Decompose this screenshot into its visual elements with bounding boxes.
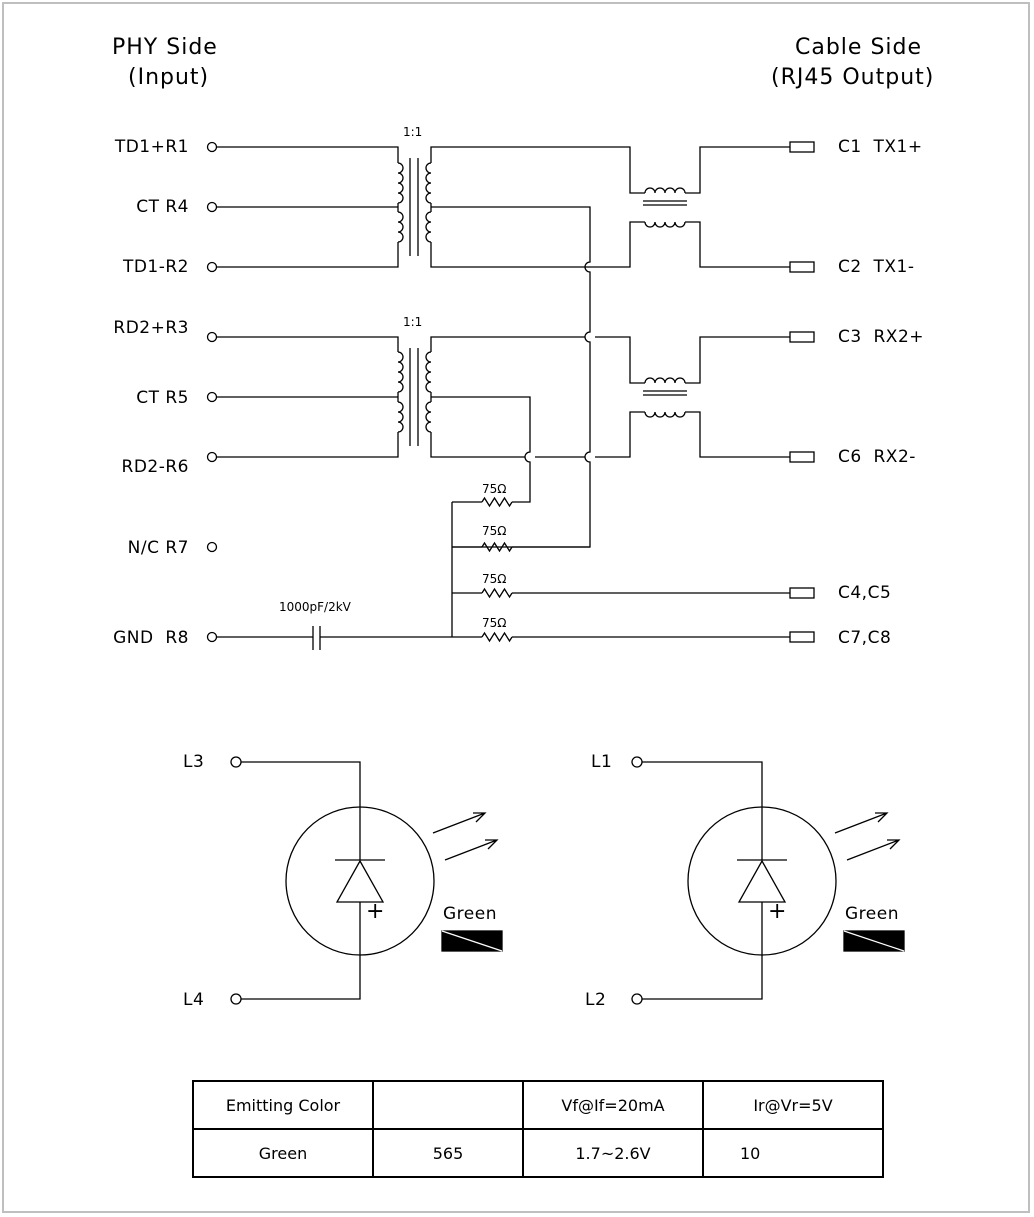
- termination-network: [217, 496, 790, 650]
- common-mode-choke-1: [643, 146, 790, 268]
- pin-label-c6: C6 RX2-: [838, 447, 916, 467]
- pin-label-ct-r5: CT R5: [136, 388, 189, 408]
- pin-label-td1p: TD1+R1: [114, 137, 189, 157]
- led-2-top-pin: L1: [591, 752, 613, 772]
- table-header-row: Emitting Color Vf@If=20mA Ir@Vr=5V: [192, 1080, 884, 1130]
- output-terminals: [789, 141, 815, 643]
- table-row: Green 565 1.7~2.6V 10: [192, 1128, 884, 1178]
- transformer-1-ratio: 1:1: [403, 125, 423, 139]
- led-spec-table: Emitting Color Vf@If=20mA Ir@Vr=5V Green…: [192, 1080, 884, 1178]
- table-header-cell: Vf@If=20mA: [522, 1080, 704, 1130]
- table-header-cell: [372, 1080, 524, 1130]
- secondary-wires-1: [430, 146, 645, 548]
- led-1-top-pin: L3: [183, 752, 205, 772]
- table-cell: 565: [372, 1128, 524, 1178]
- table-cell: Green: [192, 1128, 374, 1178]
- resistor-4-value: 75Ω: [482, 616, 507, 630]
- led-1-anode-mark: +: [366, 899, 385, 924]
- table-cell: 1.7~2.6V: [522, 1128, 704, 1178]
- led-1-color: Green: [443, 904, 497, 924]
- led-1-bottom-pin: L4: [183, 990, 205, 1010]
- phy-side-title: PHY Side: [112, 35, 218, 60]
- pin-label-td1n: TD1-R2: [122, 257, 189, 277]
- cable-side-subtitle: (RJ45 Output): [771, 65, 935, 90]
- pin-label-rd2p: RD2+R3: [113, 318, 189, 338]
- pin-label-nc-r7: N/C R7: [127, 538, 189, 558]
- led-1-symbol: [230, 756, 503, 1005]
- transformer-2: [397, 348, 432, 446]
- transformer-2-ratio: 1:1: [403, 315, 423, 329]
- pin-label-gnd-r8: GND R8: [113, 628, 189, 648]
- table-header-cell: Emitting Color: [192, 1080, 374, 1130]
- table-cell: 10: [702, 1128, 884, 1178]
- resistor-1-value: 75Ω: [482, 482, 507, 496]
- led-2-symbol: [631, 756, 905, 1005]
- pin-label-rd2n: RD2-R6: [121, 457, 189, 477]
- cable-side-title: Cable Side: [795, 35, 923, 60]
- pin-label-c1: C1 TX1+: [838, 137, 923, 157]
- input-pin-circles: [206, 141, 218, 643]
- led-2-bottom-pin: L2: [585, 990, 607, 1010]
- pin-label-c4-c5: C4,C5: [838, 583, 892, 603]
- pin-label-c7-c8: C7,C8: [838, 628, 892, 648]
- capacitor-value: 1000pF/2kV: [279, 600, 351, 614]
- led-2-color: Green: [845, 904, 899, 924]
- primary-wires: [217, 146, 399, 458]
- led-2-anode-mark: +: [768, 899, 787, 924]
- resistor-3-value: 75Ω: [482, 572, 507, 586]
- secondary-wires-2: [430, 336, 645, 503]
- pin-label-c2: C2 TX1-: [838, 257, 915, 277]
- transformer-1: [397, 158, 432, 256]
- phy-side-subtitle: (Input): [128, 65, 210, 90]
- pin-label-c3: C3 RX2+: [838, 327, 925, 347]
- resistor-2-value: 75Ω: [482, 524, 507, 538]
- pin-label-ct-r4: CT R4: [136, 197, 189, 217]
- common-mode-choke-2: [643, 336, 790, 458]
- table-header-cell: Ir@Vr=5V: [702, 1080, 884, 1130]
